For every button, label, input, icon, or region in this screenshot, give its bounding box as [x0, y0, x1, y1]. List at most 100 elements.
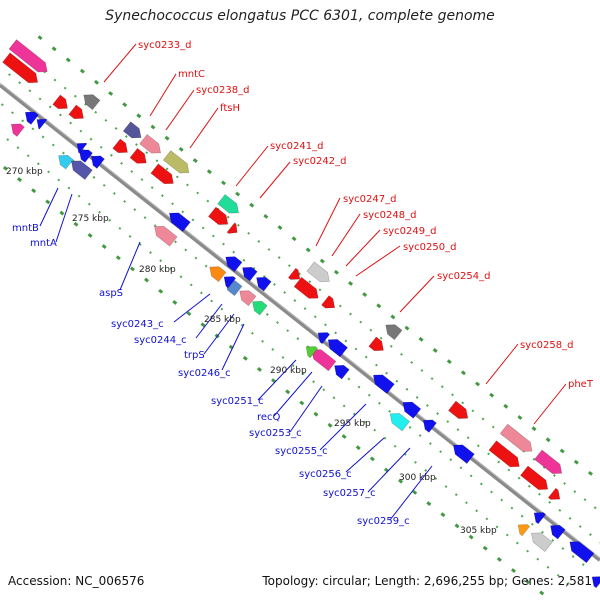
track-dotted-line [37, 35, 600, 483]
gene-arrow[interactable] [2, 52, 42, 87]
gene-arrow[interactable] [8, 120, 25, 137]
gene-label-syc0248-d[interactable]: syc0248_d [363, 210, 416, 221]
gene-arrow[interactable] [139, 134, 165, 157]
gene-arrow[interactable] [122, 121, 145, 143]
gene-label-ftsh[interactable]: ftsH [220, 103, 240, 114]
gene-arrow[interactable] [528, 528, 553, 552]
gene-arrow[interactable] [151, 222, 178, 247]
gene-arrow[interactable] [314, 328, 331, 345]
gene-arrow[interactable] [499, 423, 536, 456]
gene-arrow[interactable] [68, 104, 87, 123]
gene-arrow[interactable] [520, 465, 552, 494]
gene-arrow[interactable] [239, 263, 258, 282]
gene-arrow[interactable] [112, 138, 131, 157]
leader-line [259, 161, 291, 199]
gene-label-syc0241-d[interactable]: syc0241_d [270, 141, 323, 152]
kbp-tick-300: 300 kbp [399, 473, 436, 483]
gene-features [2, 39, 600, 589]
gene-label-syc0238-d[interactable]: syc0238_d [196, 85, 249, 96]
gene-arrow[interactable] [166, 208, 191, 232]
gene-arrow[interactable] [8, 39, 51, 77]
leader-line [355, 245, 401, 277]
gene-arrow[interactable] [420, 416, 437, 433]
gene-arrow[interactable] [220, 272, 237, 289]
gene-arrow[interactable] [249, 297, 268, 316]
gene-label-trps[interactable]: trpS [184, 350, 205, 361]
gene-arrow[interactable] [386, 409, 410, 432]
gene-arrow[interactable] [226, 222, 241, 237]
gene-label-syc0258-d[interactable]: syc0258_d [520, 340, 573, 351]
gene-label-syc0242-d[interactable]: syc0242_d [293, 156, 346, 167]
gene-arrow[interactable] [68, 156, 93, 180]
gene-label-syc0254-d[interactable]: syc0254_d [437, 271, 490, 282]
map-title: Synechococcus elongatus PCC 6301, comple… [105, 8, 495, 24]
gene-label-mntc[interactable]: mntC [178, 69, 205, 80]
gene-arrow[interactable] [324, 335, 348, 358]
gene-arrow[interactable] [76, 146, 93, 163]
leader-line [55, 193, 73, 243]
gene-arrow[interactable] [88, 152, 105, 169]
gene-arrow[interactable] [331, 361, 350, 380]
gene-label-syc0249-d[interactable]: syc0249_d [383, 226, 436, 237]
gene-arrow[interactable] [206, 262, 227, 283]
kbp-tick-285: 285 kbp [204, 315, 241, 325]
gene-arrow[interactable] [73, 139, 88, 154]
track-dotted-line [8, 73, 600, 544]
gene-arrow[interactable] [55, 151, 74, 170]
gene-arrow[interactable] [287, 267, 303, 284]
gene-label-syc0233-d[interactable]: syc0233_d [138, 40, 191, 51]
gene-label-mnta[interactable]: mntA [30, 238, 57, 249]
gene-label-syc0243-c[interactable]: syc0243_c [111, 319, 164, 330]
gene-label-asps[interactable]: aspS [99, 288, 123, 299]
gene-arrow[interactable] [514, 520, 531, 537]
gene-label-syc0247-d[interactable]: syc0247_d [343, 194, 396, 205]
gene-arrow[interactable] [222, 252, 243, 273]
gene-arrow[interactable] [399, 398, 422, 419]
gene-label-recq[interactable]: recQ [257, 412, 281, 423]
gene-arrow[interactable] [162, 150, 192, 178]
gene-arrow[interactable] [321, 295, 339, 313]
gene-arrow[interactable] [382, 320, 403, 341]
track-dotted-line [0, 132, 578, 591]
gene-arrow[interactable] [150, 163, 177, 188]
gene-arrow[interactable] [566, 537, 595, 564]
gene-label-syc0246-c[interactable]: syc0246_c [178, 368, 231, 379]
gene-arrow[interactable] [236, 286, 257, 307]
gene-label-mntb[interactable]: mntB [12, 223, 39, 234]
label-leader-lines [39, 43, 567, 521]
gene-label-phet[interactable]: pheT [568, 379, 594, 390]
gene-label-syc0250-d[interactable]: syc0250_d [403, 242, 456, 253]
gene-arrow[interactable] [80, 90, 101, 111]
gene-arrow[interactable] [450, 440, 475, 464]
track-dotted-line [0, 101, 592, 572]
gene-arrow[interactable] [217, 194, 243, 217]
gene-arrow[interactable] [547, 487, 563, 504]
leader-line [39, 187, 59, 227]
gene-arrow[interactable] [488, 440, 523, 472]
gene-arrow[interactable] [302, 342, 319, 359]
gene-label-syc0256-c[interactable]: syc0256_c [299, 469, 352, 480]
gene-arrow[interactable] [129, 147, 150, 167]
gene-label-syc0259-c[interactable]: syc0259_c [357, 516, 410, 527]
gene-arrow[interactable] [208, 206, 231, 229]
gene-label-syc0257-c[interactable]: syc0257_c [323, 488, 376, 499]
gene-arrow[interactable] [530, 508, 547, 525]
gene-arrow[interactable] [370, 370, 395, 394]
gene-arrow[interactable] [52, 94, 71, 113]
gene-label-syc0244-c[interactable]: syc0244_c [134, 335, 187, 346]
gene-arrow[interactable] [534, 449, 566, 478]
gene-arrow[interactable] [33, 115, 48, 130]
gene-label-syc0253-c[interactable]: syc0253_c [249, 428, 302, 439]
gene-arrow[interactable] [293, 276, 322, 303]
gene-arrow[interactable] [448, 400, 471, 423]
gene-arrow[interactable] [306, 261, 333, 286]
gene-arrow[interactable] [368, 336, 387, 355]
gene-label-syc0255-c[interactable]: syc0255_c [275, 446, 328, 457]
gene-arrow[interactable] [22, 108, 39, 125]
gene-label-syc0251-c[interactable]: syc0251_c [211, 396, 264, 407]
gene-arrow[interactable] [308, 345, 337, 372]
leader-line [485, 343, 519, 385]
gene-arrow[interactable] [253, 273, 272, 292]
gene-arrow[interactable] [547, 521, 566, 540]
